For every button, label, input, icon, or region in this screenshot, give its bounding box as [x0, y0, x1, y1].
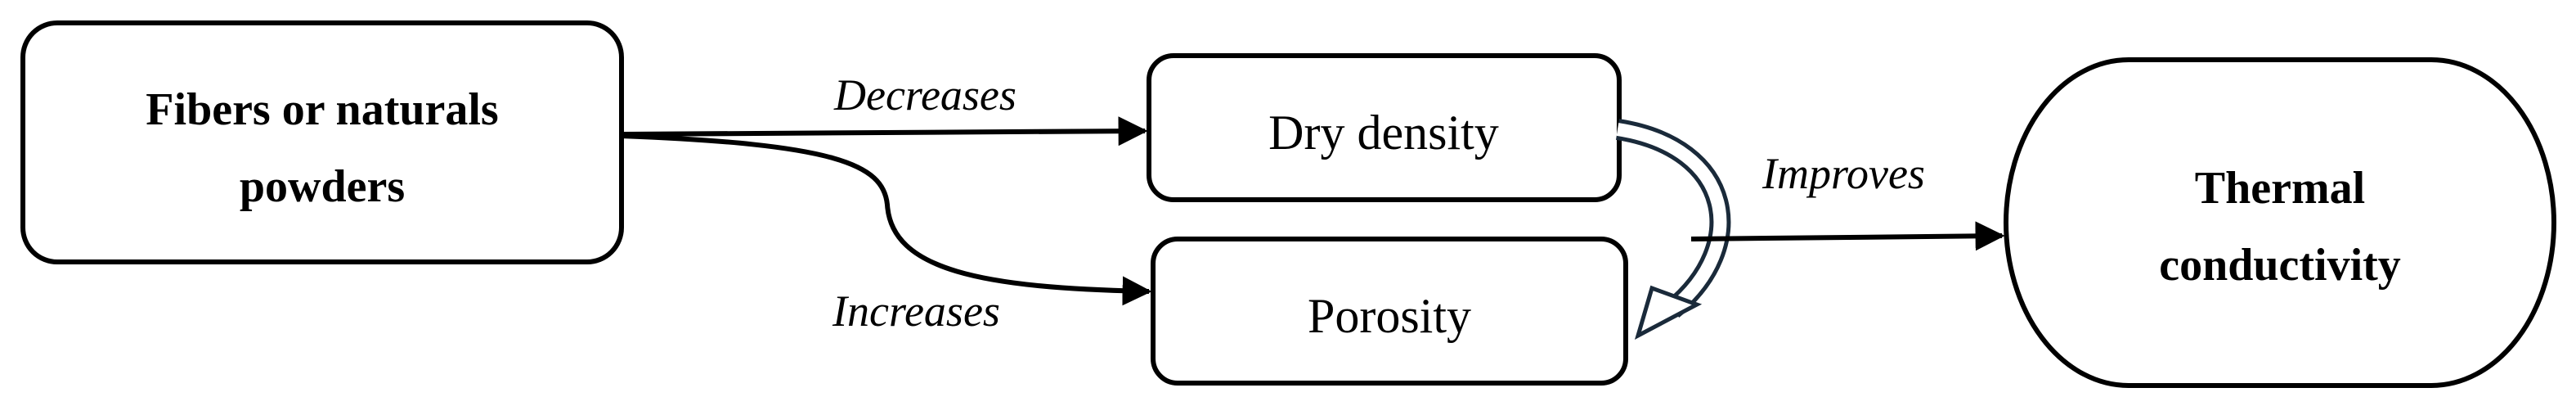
node-thermal-conductivity: Thermal conductivity — [2004, 57, 2556, 388]
node-thermal-conductivity-line1: Thermal — [2195, 163, 2365, 214]
edge-improves-arrow — [1690, 221, 2005, 251]
node-fibers-powders-line2: powders — [240, 161, 405, 212]
edge-decreases-arrow — [621, 116, 1148, 147]
node-porosity: Porosity — [1151, 237, 1628, 386]
node-thermal-conductivity-line2: conductivity — [2159, 240, 2401, 291]
node-fibers-powders: Fibers or naturals powders — [20, 20, 624, 264]
edge-decreases-label: Decreases — [833, 70, 1016, 120]
edge-increases-arrow — [621, 133, 1152, 306]
node-dry-density: Dry density — [1147, 53, 1622, 202]
node-fibers-powders-line1: Fibers or naturals — [146, 84, 498, 135]
node-dry-density-label: Dry density — [1268, 106, 1499, 160]
curved-relation-arrow — [1615, 119, 1731, 340]
edge-increases-label: Increases — [832, 286, 1000, 336]
edge-improves-label: Improves — [1761, 149, 1925, 198]
node-porosity-label: Porosity — [1308, 289, 1471, 343]
